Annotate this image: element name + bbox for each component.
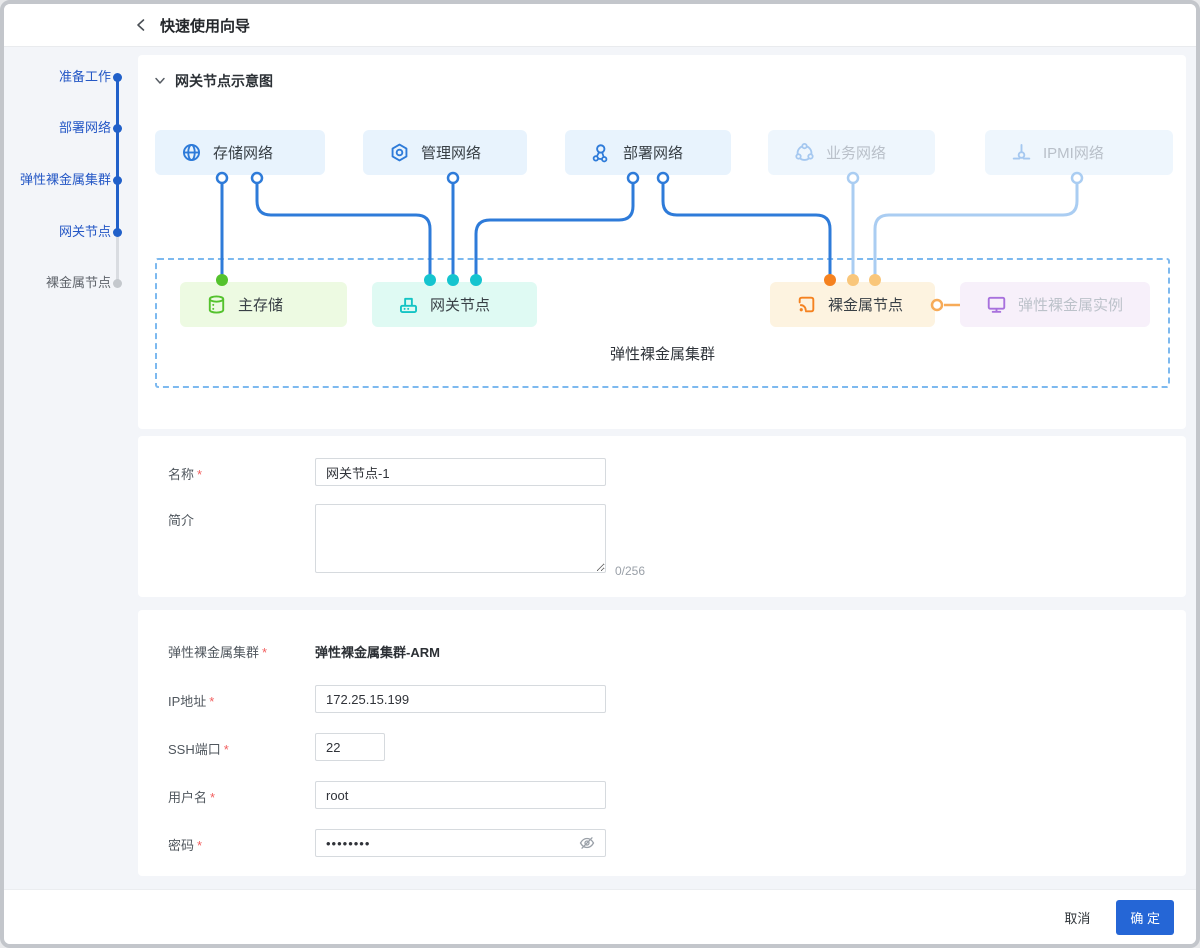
connector-icon <box>1012 143 1031 160</box>
connection-info-card: 弹性裸金属集群* 弹性裸金属集群-ARM IP地址* SSH端口* 用户名* 密… <box>138 610 1186 876</box>
chevron-down-icon <box>155 77 165 84</box>
step-dot <box>113 73 122 82</box>
required-asterisk: * <box>262 645 268 660</box>
database-icon <box>208 295 225 314</box>
node-box-baremetal: 裸金属节点 <box>770 282 935 327</box>
description-label: 简介 <box>168 513 195 528</box>
footer-action-bar: 取消 确 定 <box>4 889 1196 944</box>
required-asterisk: * <box>197 467 203 482</box>
wizard-steps: 准备工作 部署网络 弹性裸金属集群 网关节点 裸金属节点 <box>12 47 122 347</box>
node-box-elastic-instance: 弹性裸金属实例 <box>960 282 1150 327</box>
diagram-card: 网关节点示意图 弹性裸金属集群 存储网络 管理网络 部署网络 业务网络 IPMI… <box>138 55 1186 429</box>
diagram-section-title: 网关节点示意图 <box>175 73 273 89</box>
node-label: 裸金属节点 <box>828 297 904 314</box>
router-icon <box>399 297 418 314</box>
step-line-pending <box>116 232 119 283</box>
monitor-icon <box>987 296 1006 313</box>
node-label: 弹性裸金属实例 <box>1018 297 1124 314</box>
password-label: 密码* <box>168 838 203 853</box>
basic-info-card: 名称* 简介 0/256 <box>138 436 1186 597</box>
node-box-gateway: 网关节点 <box>372 282 537 327</box>
cluster-value: 弹性裸金属集群-ARM <box>315 645 440 660</box>
network-box-management: 管理网络 <box>363 130 527 175</box>
network-nodes-icon <box>592 144 608 163</box>
description-textarea[interactable] <box>315 504 606 573</box>
username-label: 用户名* <box>168 790 216 805</box>
ssh-port-input[interactable] <box>315 733 385 761</box>
node-box-primary-storage: 主存储 <box>180 282 347 327</box>
step-line-active <box>116 77 119 232</box>
password-input[interactable] <box>315 829 606 857</box>
network-label: IPMI网络 <box>1043 145 1104 162</box>
diagram-collapse-header[interactable]: 网关节点示意图 <box>154 71 273 91</box>
header: 快速使用向导 <box>4 4 1196 47</box>
cluster-dashed-border <box>155 258 1170 388</box>
required-asterisk: * <box>209 694 215 709</box>
step-dot <box>113 228 122 237</box>
network-box-deploy: 部署网络 <box>565 130 731 175</box>
step-gateway-node[interactable]: 网关节点 <box>58 224 111 239</box>
broadcast-icon <box>798 296 815 313</box>
node-label: 网关节点 <box>430 297 491 314</box>
required-asterisk: * <box>210 790 216 805</box>
hexagon-gear-icon <box>391 143 408 162</box>
required-asterisk: * <box>197 838 203 853</box>
username-input[interactable] <box>315 781 606 809</box>
step-dot <box>113 176 122 185</box>
network-box-business: 业务网络 <box>768 130 935 175</box>
ssh-port-label: SSH端口* <box>168 742 229 757</box>
globe-icon <box>182 143 201 162</box>
required-asterisk: * <box>223 742 229 757</box>
network-label: 管理网络 <box>421 145 482 162</box>
cancel-button[interactable]: 取消 <box>1064 908 1090 927</box>
char-counter: 0/256 <box>615 564 646 578</box>
name-input[interactable] <box>315 458 606 486</box>
step-deploy-network[interactable]: 部署网络 <box>58 120 111 135</box>
node-label: 主存储 <box>238 297 284 314</box>
step-dot <box>113 124 122 133</box>
ip-label: IP地址* <box>168 694 215 709</box>
network-box-storage: 存储网络 <box>155 130 325 175</box>
step-prepare[interactable]: 准备工作 <box>58 69 111 84</box>
network-label: 业务网络 <box>826 145 887 162</box>
eye-slash-icon[interactable] <box>579 835 595 851</box>
cluster-label: 弹性裸金属集群* <box>168 645 268 660</box>
network-label: 存储网络 <box>213 145 274 162</box>
step-dot <box>113 279 122 288</box>
network-label: 部署网络 <box>623 145 684 162</box>
page-title: 快速使用向导 <box>160 17 251 35</box>
confirm-button[interactable]: 确 定 <box>1116 899 1174 935</box>
ip-input[interactable] <box>315 685 606 713</box>
step-elastic-cluster[interactable]: 弹性裸金属集群 <box>19 172 111 187</box>
network-box-ipmi: IPMI网络 <box>985 130 1173 175</box>
name-label: 名称* <box>168 467 203 482</box>
cycle-nodes-icon <box>795 142 814 161</box>
step-baremetal-node[interactable]: 裸金属节点 <box>45 275 111 290</box>
back-icon[interactable] <box>134 18 148 32</box>
cluster-label: 弹性裸金属集群 <box>609 346 715 363</box>
